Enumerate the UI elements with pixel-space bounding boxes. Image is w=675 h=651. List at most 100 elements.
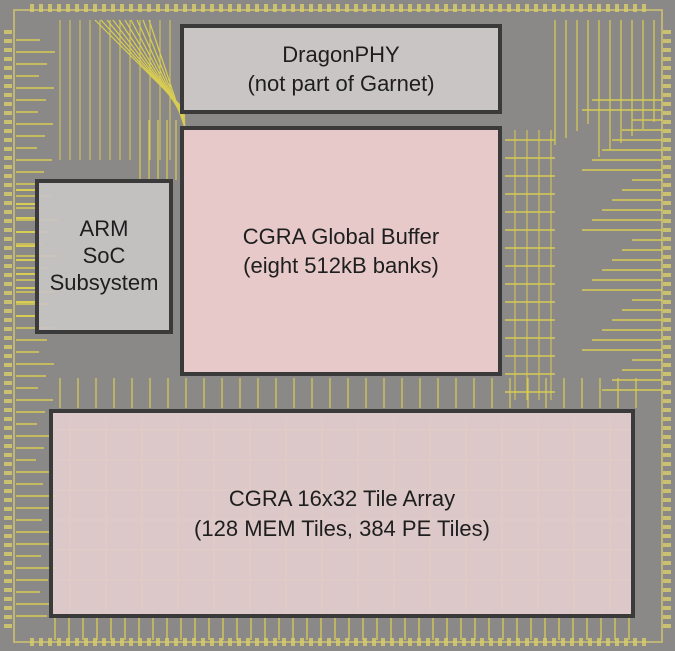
- io-pad: [663, 336, 671, 340]
- io-pad: [663, 390, 671, 394]
- io-pad: [75, 4, 79, 12]
- io-pad: [543, 638, 547, 646]
- global-buffer-block: CGRA Global Buffer (eight 512kB banks): [180, 126, 502, 376]
- global-buffer-label: CGRA Global Buffer (eight 512kB banks): [242, 223, 440, 278]
- io-pad: [663, 462, 671, 466]
- io-pad: [663, 363, 671, 367]
- io-pad: [498, 638, 502, 646]
- io-pad: [663, 534, 671, 538]
- io-pad: [4, 201, 12, 205]
- io-pad: [570, 4, 574, 12]
- io-pad: [663, 219, 671, 223]
- io-pad: [4, 291, 12, 295]
- io-pad: [4, 552, 12, 556]
- io-pad: [663, 345, 671, 349]
- io-pad: [4, 606, 12, 610]
- io-pad: [4, 327, 12, 331]
- io-pad: [4, 597, 12, 601]
- io-pad: [525, 4, 529, 12]
- io-pad: [663, 309, 671, 313]
- io-pad: [516, 4, 520, 12]
- io-pad: [663, 228, 671, 232]
- io-pad: [282, 638, 286, 646]
- io-pad: [30, 638, 34, 646]
- io-pad: [4, 543, 12, 547]
- io-pad: [663, 210, 671, 214]
- io-pad: [363, 638, 367, 646]
- io-pad: [642, 638, 646, 646]
- io-pad: [663, 489, 671, 493]
- io-pad: [663, 543, 671, 547]
- io-pad: [606, 4, 610, 12]
- io-pad: [30, 4, 34, 12]
- io-pad: [4, 183, 12, 187]
- routing-trace: [148, 19, 186, 129]
- io-pad: [183, 638, 187, 646]
- io-pad: [156, 638, 160, 646]
- io-pad: [4, 129, 12, 133]
- io-pad: [183, 4, 187, 12]
- io-pad: [201, 4, 205, 12]
- io-pad: [4, 354, 12, 358]
- io-pad: [516, 638, 520, 646]
- io-pad: [111, 4, 115, 12]
- io-pad: [336, 4, 340, 12]
- io-pad: [633, 638, 637, 646]
- dragonphy-label: DragonPHY (not part of Garnet): [247, 41, 435, 96]
- io-pad: [399, 638, 403, 646]
- io-pad: [663, 354, 671, 358]
- io-pad: [408, 4, 412, 12]
- io-pad: [597, 638, 601, 646]
- io-pad: [246, 4, 250, 12]
- io-pad: [663, 498, 671, 502]
- io-pad: [4, 84, 12, 88]
- io-pad: [444, 4, 448, 12]
- io-pad: [4, 228, 12, 232]
- io-pad: [4, 498, 12, 502]
- io-pad: [4, 75, 12, 79]
- io-pad: [4, 507, 12, 511]
- io-pad: [93, 638, 97, 646]
- dragonphy-block: DragonPHY (not part of Garnet): [180, 24, 502, 114]
- io-pad: [372, 638, 376, 646]
- io-pad: [426, 638, 430, 646]
- io-pad: [4, 39, 12, 43]
- io-pad: [4, 561, 12, 565]
- io-pad: [4, 219, 12, 223]
- io-pad: [4, 174, 12, 178]
- io-pad: [192, 638, 196, 646]
- io-pad: [4, 273, 12, 277]
- io-pad: [345, 4, 349, 12]
- io-pad: [4, 255, 12, 259]
- io-pad: [417, 638, 421, 646]
- io-pad: [201, 638, 205, 646]
- io-pad: [174, 4, 178, 12]
- io-pad: [663, 183, 671, 187]
- io-pad: [66, 638, 70, 646]
- io-pad: [615, 638, 619, 646]
- io-pad: [4, 408, 12, 412]
- io-pad: [663, 381, 671, 385]
- io-pad: [273, 638, 277, 646]
- io-pad: [663, 426, 671, 430]
- io-pad: [4, 615, 12, 619]
- io-pad: [129, 638, 133, 646]
- io-pad: [663, 408, 671, 412]
- io-pad: [507, 4, 511, 12]
- io-pad: [381, 638, 385, 646]
- io-pad: [462, 638, 466, 646]
- io-pad: [102, 638, 106, 646]
- io-pad: [663, 561, 671, 565]
- io-pad: [663, 507, 671, 511]
- io-pad: [663, 48, 671, 52]
- io-pad: [588, 638, 592, 646]
- io-pad: [147, 4, 151, 12]
- io-pad: [48, 4, 52, 12]
- tile-array-block: CGRA 16x32 Tile Array (128 MEM Tiles, 38…: [49, 409, 635, 618]
- io-pad: [588, 4, 592, 12]
- io-pad: [4, 102, 12, 106]
- io-pad: [561, 638, 565, 646]
- io-pad: [4, 57, 12, 61]
- io-pad: [663, 444, 671, 448]
- io-pad: [663, 471, 671, 475]
